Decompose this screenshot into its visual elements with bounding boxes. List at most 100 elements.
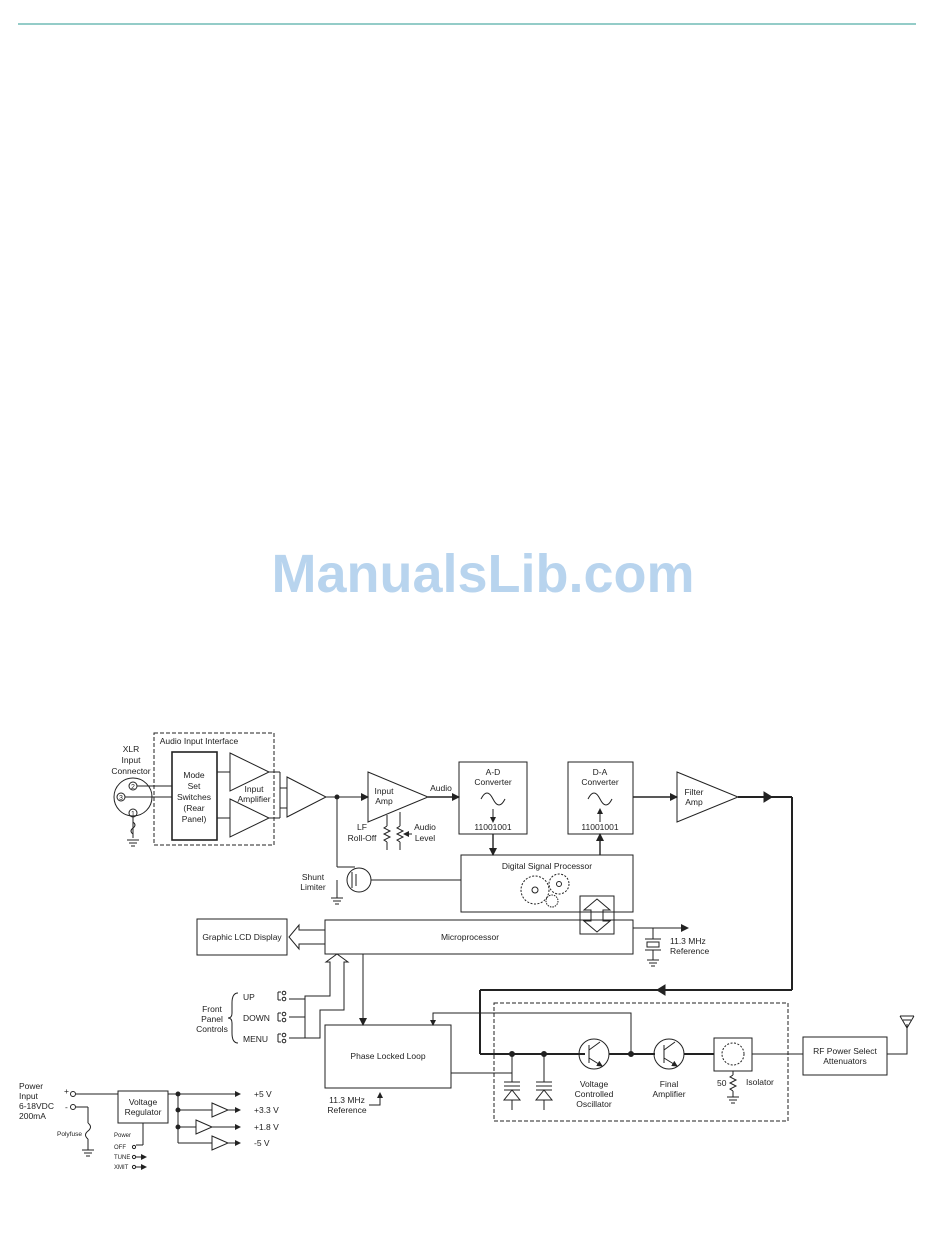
rf-power-select-box [802, 1036, 888, 1076]
power-input-l1: Power [19, 1081, 43, 1091]
mode-set-switches-box [171, 751, 218, 841]
power-input-l4: 200mA [19, 1111, 46, 1121]
fifty-ohm-label: 50 [717, 1078, 727, 1088]
audio-input-interface-label: Audio Input Interface [160, 736, 239, 746]
xlr-pin-3: 3 [119, 795, 123, 802]
audio-signal-label: Audio [430, 783, 452, 793]
vco-transistor [578, 1038, 655, 1070]
audio-input-interface-box [153, 732, 275, 846]
shunt-limiter-l2: Limiter [300, 882, 326, 892]
power-input [70, 1091, 118, 1157]
vco-l1: Voltage [580, 1079, 609, 1089]
audio-level-l1: Audio [414, 822, 436, 832]
rail-neg5v: -5 V [254, 1138, 270, 1148]
lf-rolloff-l1: LF [357, 822, 367, 832]
mode-set-l1: Mode [183, 770, 205, 780]
input-amplifier-l1: Input [245, 784, 265, 794]
filter-amp-l1: Filter [685, 787, 704, 797]
rf-power-l1: RF Power Select [813, 1046, 877, 1056]
audio-level-resistor [395, 812, 412, 850]
xlr-label-3: Connector [111, 766, 150, 776]
voltage-regulator-l1: Voltage [129, 1097, 158, 1107]
mhz-ref-bottom-l1: 11.3 MHz [329, 1095, 365, 1105]
front-panel-switches [227, 990, 287, 1044]
final-amp-l2: Amplifier [652, 1089, 685, 1099]
power-input-l2: Input [19, 1091, 39, 1101]
da-converter-l1: D-A [593, 767, 608, 777]
filter-amp-l2: Amp [685, 797, 703, 807]
power-plus: + [64, 1086, 69, 1096]
rail-3v3: +3.3 V [254, 1105, 279, 1115]
mhz-ref-bottom-l2: Reference [327, 1105, 366, 1115]
ad-converter-l2: Converter [474, 777, 511, 787]
dsp-label: Digital Signal Processor [502, 861, 592, 871]
differential-amp [286, 776, 328, 818]
graphic-lcd-box [196, 918, 288, 956]
xlr-pin-2: 2 [131, 784, 135, 791]
dsp-box [460, 854, 634, 913]
xlr-connector [113, 777, 155, 847]
pll-box [324, 1024, 452, 1089]
isolator [713, 1037, 753, 1104]
microprocessor-label: Microprocessor [441, 932, 499, 942]
bus-double-arrow [579, 895, 615, 935]
lf-rolloff-resistor [382, 815, 392, 850]
input-amp-l1: Input [375, 786, 395, 796]
rail-1v8: +1.8 V [254, 1122, 279, 1132]
varactor-diodes [502, 1054, 554, 1110]
power-minus: - [65, 1102, 68, 1112]
input-amplifier-l2: Amplifier [237, 794, 270, 804]
vco-l3: Oscillator [576, 1099, 612, 1109]
front-panel-up: UP [243, 992, 255, 1002]
front-panel-l2: Panel [201, 1014, 223, 1024]
rf-power-l2: Attenuators [823, 1056, 866, 1066]
ad-converter-code: 11001001 [474, 822, 511, 832]
front-panel-menu: MENU [243, 1034, 268, 1044]
power-switch-title: Power [114, 1133, 131, 1139]
polyfuse-label: Polyfuse [57, 1131, 82, 1138]
rf-section-box [493, 1002, 789, 1122]
xlr-label-1: XLR [123, 744, 140, 754]
mhz-ref-top-l2: Reference [670, 946, 709, 956]
isolator-label: Isolator [746, 1077, 774, 1087]
xlr-label-2: Input [122, 755, 142, 765]
audio-level-l2: Level [415, 833, 435, 843]
gears-icon [520, 873, 570, 908]
input-amplifier-pair [217, 752, 287, 838]
crystal-oscillator [645, 928, 661, 967]
power-input-l3: 6-18VDC [19, 1101, 54, 1111]
final-amp-transistor [653, 1038, 714, 1070]
lcd-arrow [288, 923, 326, 951]
vco-l2: Controlled [575, 1089, 614, 1099]
mode-set-l3: Switches [177, 792, 211, 802]
graphic-lcd-label: Graphic LCD Display [202, 932, 282, 942]
mode-set-l2: Set [188, 781, 201, 791]
filter-amp [676, 771, 740, 823]
lf-rolloff-l2: Roll-Off [348, 833, 377, 843]
voltage-regulator-l2: Regulator [125, 1107, 162, 1117]
power-switch-off: OFF [114, 1145, 126, 1151]
power-switch-xmit: XMIT [114, 1165, 129, 1171]
power-switch-tune: TUNE [114, 1155, 130, 1161]
front-panel-l3: Controls [196, 1024, 228, 1034]
final-amp-l1: Final [660, 1079, 679, 1089]
antenna-icon [899, 1015, 915, 1029]
pll-label: Phase Locked Loop [350, 1051, 425, 1061]
mhz-ref-top-l1: 11.3 MHz [670, 936, 706, 946]
shunt-limiter [331, 797, 461, 905]
front-panel-l1: Front [202, 1004, 222, 1014]
da-converter-code: 11001001 [581, 822, 618, 832]
shunt-limiter-l1: Shunt [302, 872, 325, 882]
front-panel-down: DOWN [243, 1013, 270, 1023]
ad-converter-l1: A-D [486, 767, 501, 777]
mode-set-l4: (Rear [183, 803, 204, 813]
da-converter-l2: Converter [581, 777, 618, 787]
input-amp [367, 771, 430, 823]
input-amp-l2: Amp [375, 796, 393, 806]
power-switch [131, 1123, 147, 1170]
xlr-pin-1: 1 [131, 811, 135, 818]
watermark: ManualsLib.com [271, 544, 694, 604]
mode-set-l5: Panel) [182, 814, 207, 824]
